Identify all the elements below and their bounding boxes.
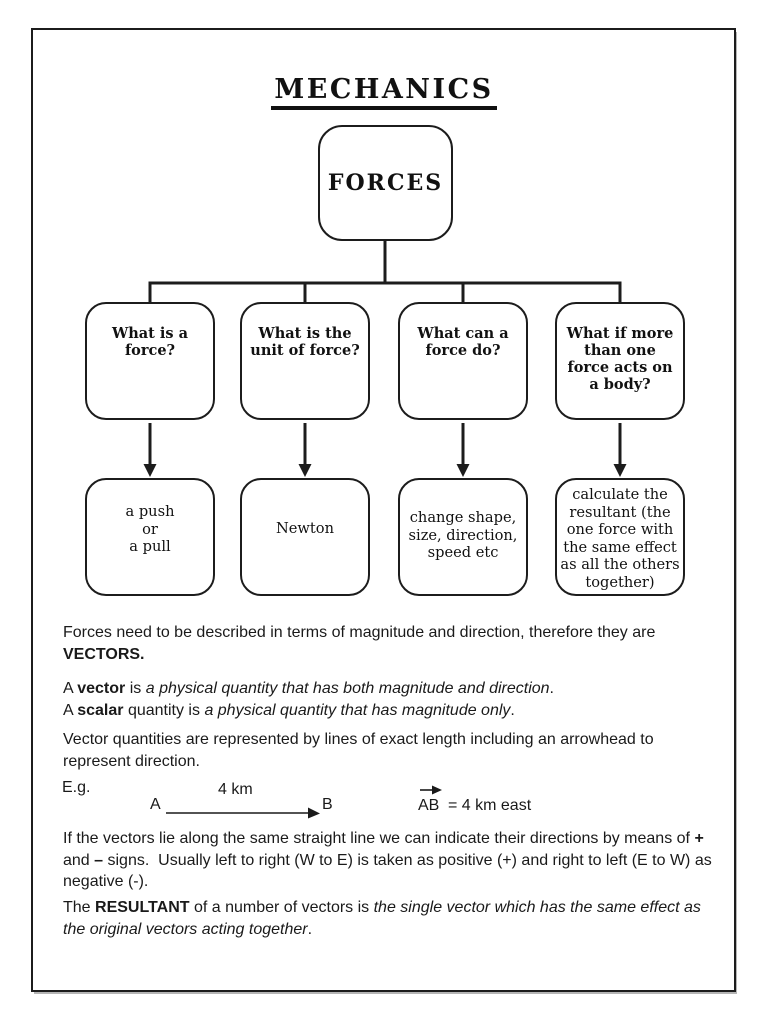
answer-box-newton: Newton	[240, 478, 370, 596]
example-vector-symbol: AB	[418, 797, 440, 814]
paragraph-representation: Vector quantities are represented by lin…	[63, 731, 654, 770]
example-distance-label: 4 km	[218, 781, 253, 798]
paragraph-signs: If the vectors lie along the same straig…	[63, 830, 712, 890]
example-point-b-label: B	[322, 796, 333, 813]
page-title-row: MECHANICS	[0, 74, 768, 110]
page-title: MECHANICS	[271, 74, 497, 110]
flowchart-root-forces: FORCES	[318, 125, 453, 241]
paragraph-resultant: The RESULTANT of a number of vectors is …	[63, 899, 701, 938]
answer-box-change-shape: change shape,size, direction,speed etc	[398, 478, 528, 596]
example-label: E.g.	[62, 779, 91, 796]
example-point-a-label: A	[150, 796, 161, 813]
paragraph-vector-scalar: A vector is a physical quantity that has…	[63, 680, 554, 719]
paragraph-vectors-intro: Forces need to be described in terms of …	[63, 624, 656, 663]
example-value-text: = 4 km east	[448, 797, 532, 814]
flowchart-root-label: FORCES	[327, 170, 444, 196]
